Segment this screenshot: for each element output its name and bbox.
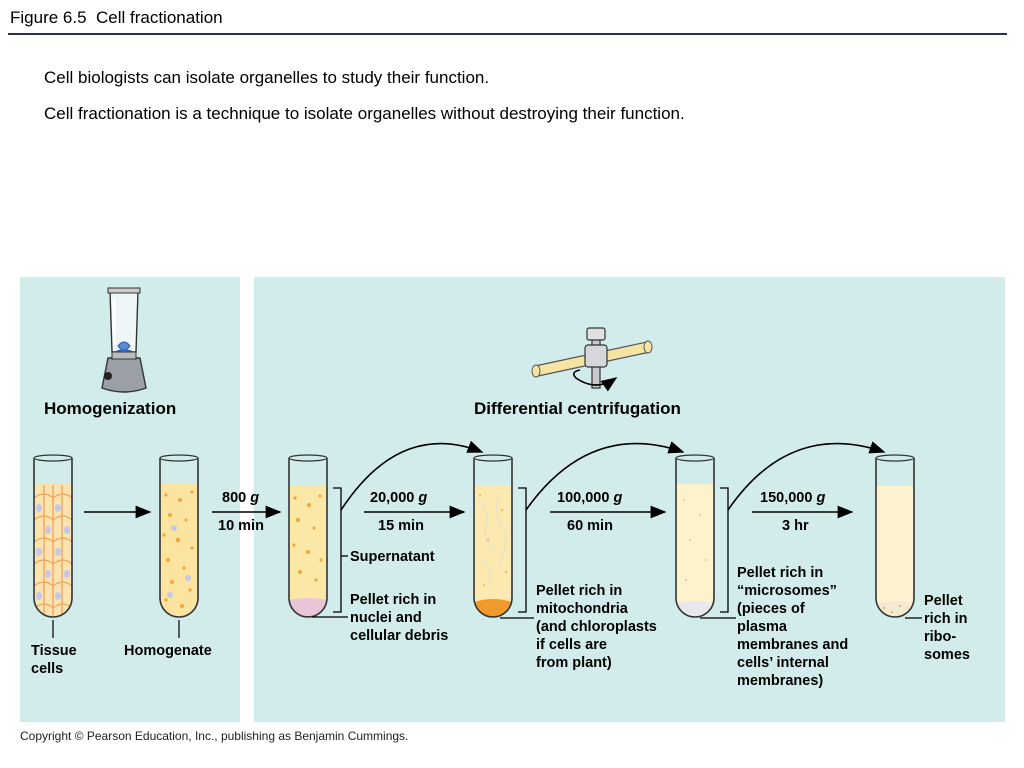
pellet-mitochondria-label: Pellet rich in mitochondria (and chlorop… <box>536 583 661 671</box>
bullet-text-1: Cell biologists can isolate organelles t… <box>44 68 490 87</box>
centrifuge-rotor-icon <box>531 327 653 392</box>
tube-after-100000g <box>675 454 715 618</box>
step-1-time: 10 min <box>218 518 264 534</box>
step-3-speed: 100,000 g <box>557 490 622 506</box>
blender-icon <box>101 287 147 393</box>
step-2-speed: 20,000 g <box>370 490 427 506</box>
step-2-time: 15 min <box>378 518 424 534</box>
step-4-speed: 150,000 g <box>760 490 825 506</box>
tube-after-150000g <box>875 454 915 618</box>
homogenate-tube <box>159 454 199 638</box>
step-3-time: 60 min <box>567 518 613 534</box>
supernatant-label: Supernatant <box>350 549 435 565</box>
tissue-cells-tube <box>33 454 73 638</box>
pellet-ribosomes-label: Pellet rich in ribo- somes <box>924 593 972 663</box>
copyright-notice: Copyright © Pearson Education, Inc., pub… <box>20 729 409 743</box>
bracket-tube-5 <box>720 487 729 613</box>
pellet-microsomes-label: Pellet rich in “microsomes” (pieces of p… <box>737 565 852 689</box>
homogenization-heading: Homogenization <box>44 399 176 418</box>
homogenate-label: Homogenate <box>124 643 212 659</box>
tissue-cells-label: Tissue cells <box>31 643 81 677</box>
tube-after-800g <box>288 454 328 618</box>
step-4-time: 3 hr <box>782 518 809 534</box>
title-divider <box>8 33 1007 35</box>
tube-after-20000g <box>473 454 513 618</box>
supernatant-bracket <box>333 487 342 613</box>
slide-title: Figure 6.5 Cell fractionation <box>10 8 223 27</box>
differential-centrifugation-heading: Differential centrifugation <box>474 399 681 418</box>
transfer-arrow-2 <box>525 441 685 511</box>
step-1-speed: 800 g <box>222 490 259 506</box>
transfer-arrow-1 <box>340 440 484 511</box>
bullet-text-2: Cell fractionation is a technique to iso… <box>44 104 685 123</box>
pellet-nuclei-label: Pellet rich in nuclei and cellular debri… <box>350 592 448 644</box>
transfer-arrow-3 <box>727 441 886 511</box>
bracket-tube-4 <box>518 487 527 613</box>
